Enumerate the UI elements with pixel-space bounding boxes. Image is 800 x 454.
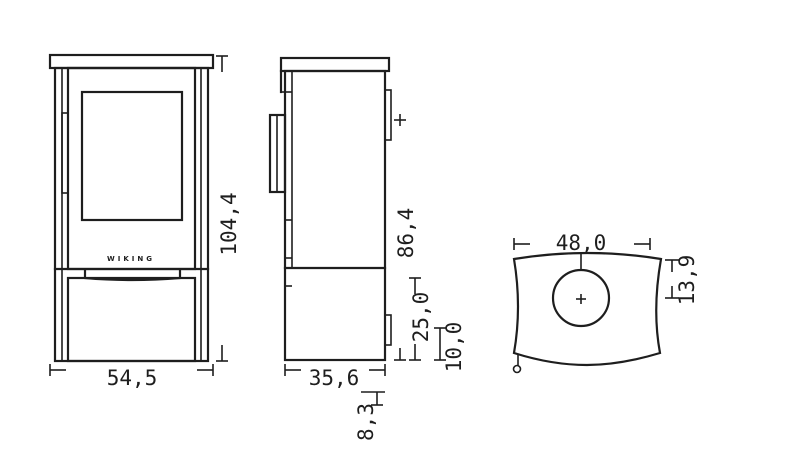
top-offset-label: 13,9 <box>675 255 699 306</box>
side-10-label: 10,0 <box>442 322 466 373</box>
air-inlet-icon <box>512 364 522 374</box>
side-25-dimension: 25,0 <box>409 277 433 361</box>
front-width-label: 54,5 <box>107 366 158 390</box>
side-10-dimension: 10,0 <box>434 322 466 373</box>
front-height-label: 104,4 <box>217 192 241 255</box>
side-offset-label: 8,3 <box>354 403 378 441</box>
top-width-label: 48,0 <box>556 231 607 255</box>
front-view: WIKING 54,5 104,4 <box>48 53 241 390</box>
top-view: 48,0 13,9 <box>512 231 699 374</box>
rear-flue-upper <box>384 89 392 141</box>
door-handle <box>61 112 69 194</box>
side-offset-dimension: 8,3 <box>354 391 385 441</box>
lower-panel <box>66 276 197 363</box>
front-height-dimension: 104,4 <box>216 55 241 362</box>
top-outline <box>512 251 663 367</box>
top-offset-dimension: 13,9 <box>665 255 699 306</box>
side-body <box>283 69 387 362</box>
side-height-label: 86,4 <box>394 208 418 259</box>
front-width-dimension: 54,5 <box>49 364 214 390</box>
rear-flue-lower <box>384 314 392 346</box>
top-width-dimension: 48,0 <box>513 231 651 255</box>
side-top-plate <box>279 56 391 73</box>
front-top-plate <box>48 53 215 70</box>
side-depth-label: 35,6 <box>309 366 360 390</box>
side-height-dimension: 86,4 <box>394 114 418 361</box>
front-body <box>53 66 210 363</box>
side-25-label: 25,0 <box>409 292 433 343</box>
side-depth-dimension: 35,6 <box>284 364 386 390</box>
side-view: 35,6 8,3 86,4 25,0 <box>268 56 466 441</box>
front-door <box>66 66 197 271</box>
glass-window <box>80 90 184 222</box>
brand-label: WIKING <box>107 255 155 263</box>
